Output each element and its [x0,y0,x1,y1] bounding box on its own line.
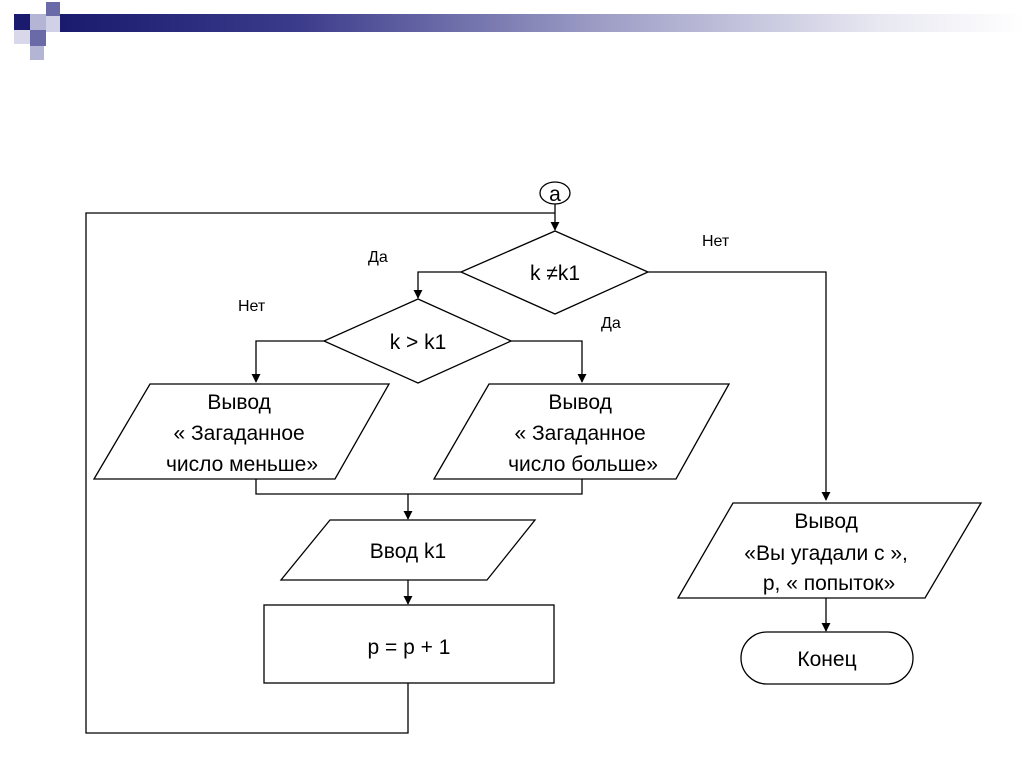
output-number-more: Вывод « Загаданное число больше» [432,383,731,480]
decision-compare-yes-label: Да [601,315,621,332]
header-gradient-band [60,14,1024,32]
svg-text:Вывод «Вы угадали с »,: Вывод «Вы угадали с », p, « попыток» [744,510,913,595]
decision-k-greater-k1: k > k1 [322,298,513,384]
decision-compare-label: k > k1 [390,331,447,354]
connector-a: a [539,181,571,206]
output-number-less: Вывод « Загаданное число меньше» [92,383,391,480]
header-square-light-3 [14,30,30,44]
output-win-line-1: Вывод [794,510,858,533]
arrow-main-no [648,271,831,501]
output-less-line-1: Вывод [207,391,271,414]
output-more-line-1: Вывод [548,391,612,414]
header-square-light-4 [30,46,44,60]
process-increment-p: p = p + 1 [263,604,555,684]
svg-text:Вывод « Загаданное: Вывод « Загаданное число меньше» [166,391,318,476]
arrow-compare-no [251,340,324,383]
merge-line [255,479,583,495]
output-more-line-3: число больше» [508,453,658,476]
terminal-end-label: Конец [797,648,856,671]
header-square-light-2 [46,16,60,32]
output-guessed: Вывод «Вы угадали с », p, « попыток» [676,502,983,599]
output-win-line-2: «Вы угадали с », [744,542,908,565]
decision-compare-no-label: Нет [238,298,266,315]
input-k1: Ввод k1 [279,519,537,581]
slide-header-decoration [0,0,1024,64]
decision-k-not-equal-k1: k ≠k1 [459,230,650,315]
header-square-light [30,14,46,30]
output-less-line-3: число меньше» [166,453,318,476]
output-more-line-2: « Загаданное [514,422,645,445]
arrow-compare-yes [511,340,587,383]
loop-back-line [85,212,555,734]
header-square-mid [46,2,60,16]
decision-main-label: k ≠k1 [530,262,580,285]
header-square-mid-2 [30,30,46,46]
connector-label: a [549,183,561,206]
output-win-line-3: p, « попыток» [763,572,895,595]
svg-text:Вывод « Загаданное: Вывод « Загаданное число больше» [508,391,658,476]
header-square-dark [14,14,30,30]
terminal-end: Конец [740,631,914,685]
decision-main-no-label: Нет [702,233,730,250]
arrow-main-yes [413,271,461,299]
input-k1-label: Ввод k1 [370,540,446,563]
process-p-label: p = p + 1 [368,636,451,659]
decision-main-yes-label: Да [368,249,388,266]
output-less-line-2: « Загаданное [173,422,304,445]
